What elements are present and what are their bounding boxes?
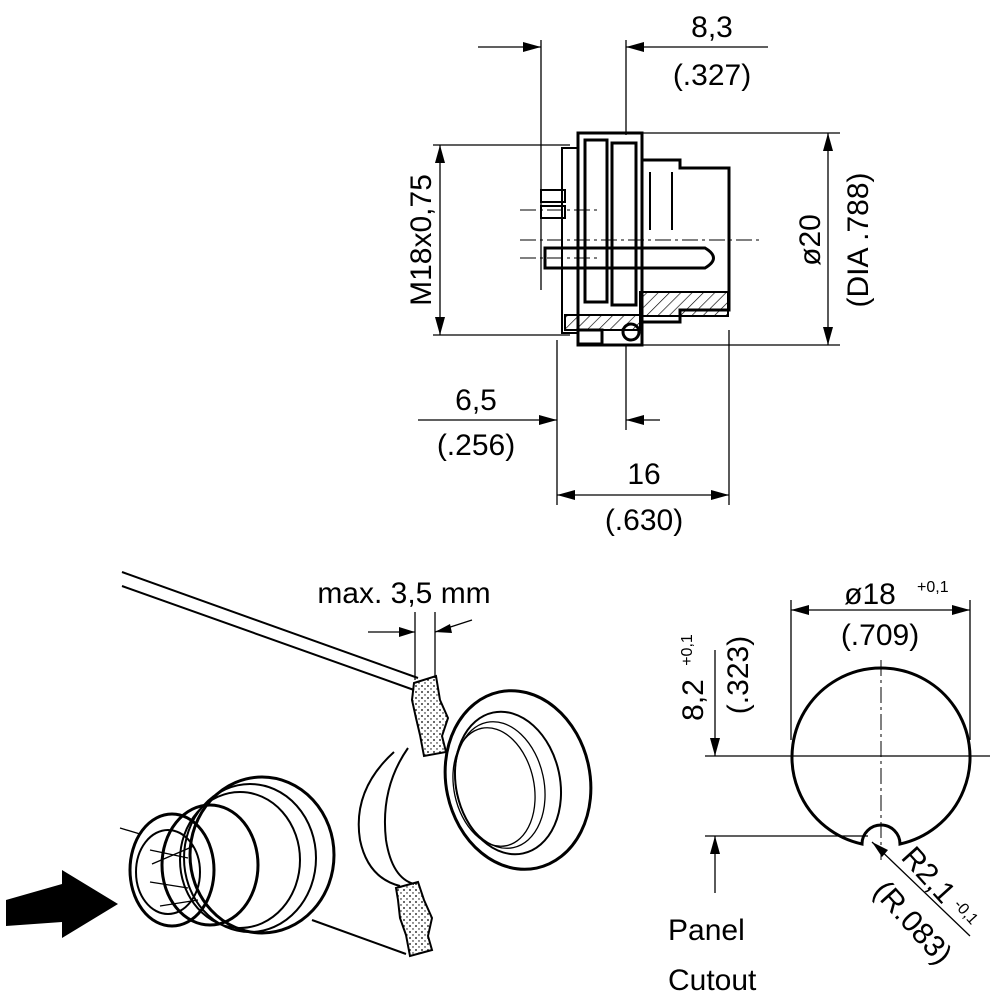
side-section-view: 8,3 (.327) M18x0,75 ø20 (DIA .788) 6,5 (… <box>405 11 875 537</box>
panel-thickness-label: max. 3,5 mm <box>317 577 490 610</box>
cutout-label-line1: Panel <box>668 914 745 947</box>
cutout-label-line2: Cutout <box>668 964 757 997</box>
insertion-arrow <box>6 870 118 938</box>
cutout-flat-in: (.323) <box>722 636 755 714</box>
cutout-flat-main: 8,2 <box>677 679 710 721</box>
dim-dia-mm: ø20 <box>794 214 827 266</box>
dim-dia-in: (DIA .788) <box>842 172 875 307</box>
cutout-flat-tol: +0,1 <box>679 634 696 666</box>
cutout-dia-in: (.709) <box>841 619 919 652</box>
cutout-radius-tol: -0,1 <box>950 896 981 928</box>
dim-left-mm: 6,5 <box>455 384 497 417</box>
panel-cutout-view: ø18 +0,1 (.709) 8,2 +0,1 (.323) R2,1 -0,… <box>668 578 990 997</box>
cutout-dia-tol: +0,1 <box>917 579 949 596</box>
cutout-dia-main: ø18 <box>844 578 896 611</box>
dim-top-mm: 8,3 <box>691 11 733 44</box>
dim-bottom-mm: 16 <box>627 458 660 491</box>
dim-left-in: (.256) <box>437 429 515 462</box>
dim-bottom-in: (.630) <box>605 504 683 537</box>
assembly-view: max. 3,5 mm <box>6 571 593 958</box>
dim-thread: M18x0,75 <box>405 174 438 306</box>
dim-top-in: (.327) <box>673 59 751 92</box>
